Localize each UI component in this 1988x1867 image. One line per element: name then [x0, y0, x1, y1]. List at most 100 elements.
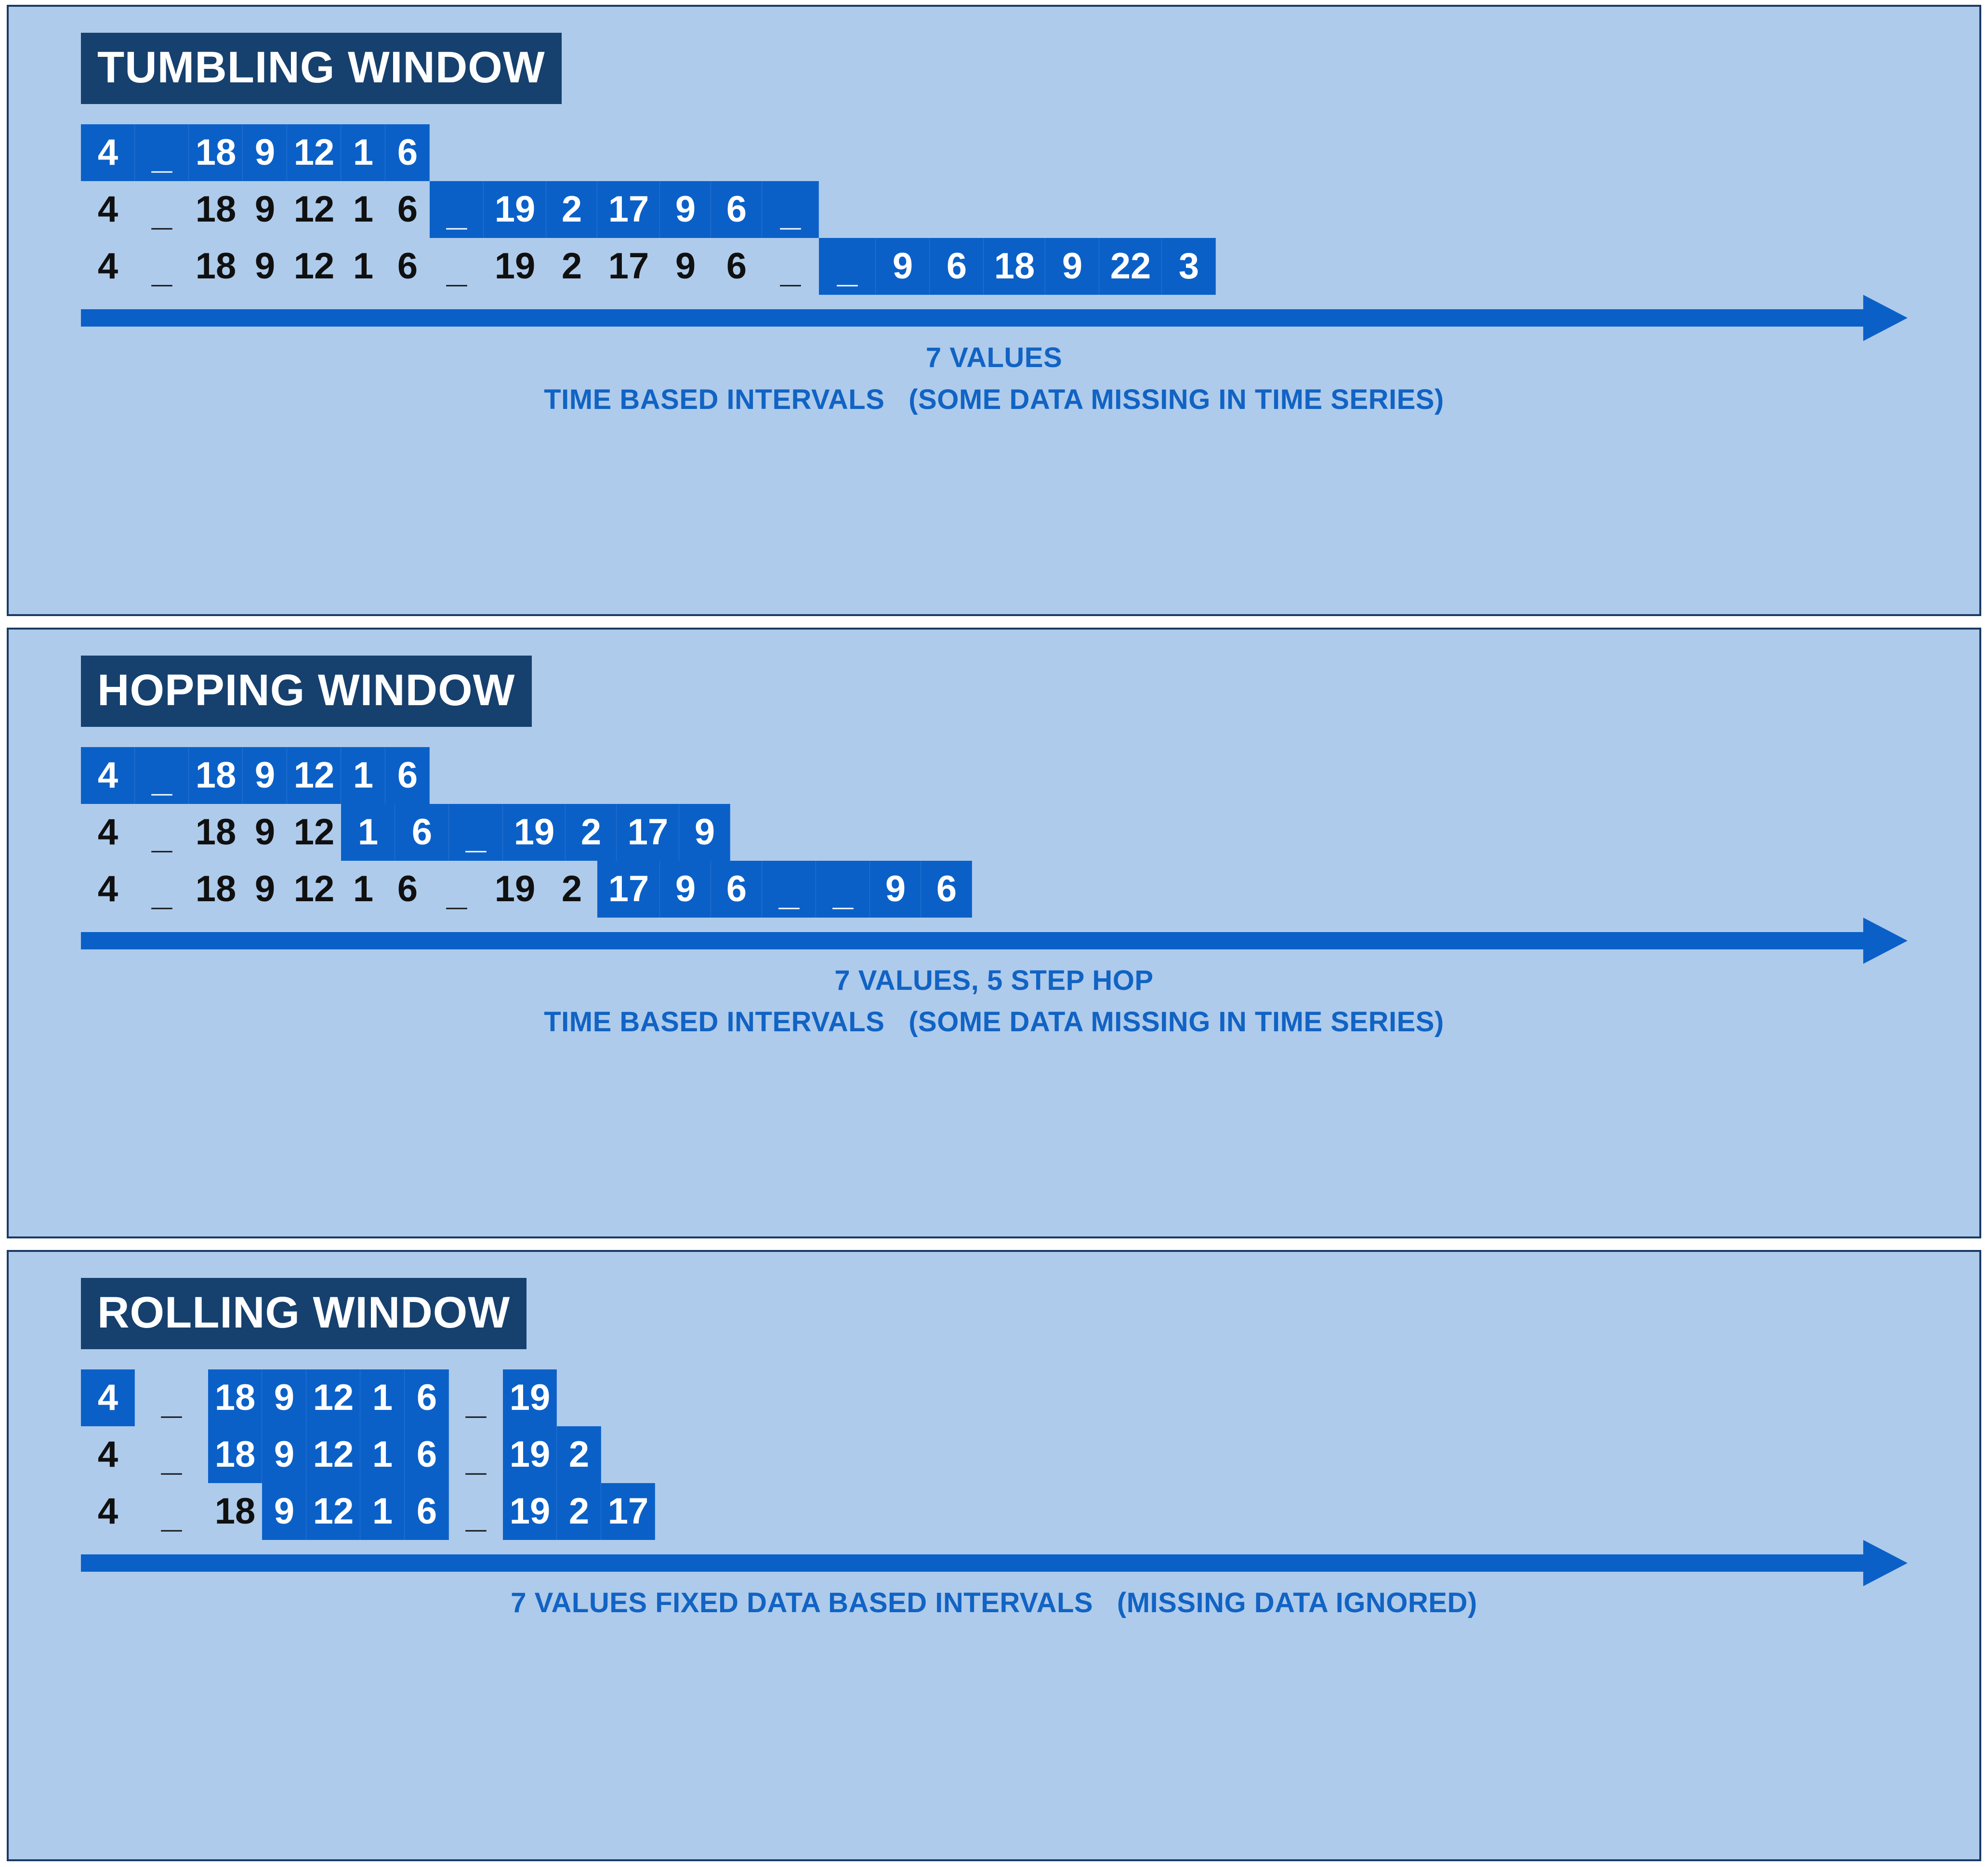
- panel-title: HOPPING WINDOW: [81, 655, 532, 727]
- value-cell: 6: [405, 1426, 449, 1484]
- value-cell: 9: [243, 747, 287, 804]
- value-cell: 12: [306, 1369, 360, 1427]
- value-cell: 9: [262, 1483, 306, 1540]
- caption-line: TIME BASED INTERVALS (SOME DATA MISSING …: [544, 1006, 1444, 1038]
- missing-value-cell: _: [449, 803, 503, 861]
- missing-value-cell: _: [446, 871, 467, 913]
- value-cell: 4: [97, 1434, 118, 1475]
- value-cell: 6: [921, 860, 972, 918]
- value-cell: 4: [97, 246, 118, 287]
- value-cell: 9: [1045, 238, 1099, 295]
- arrow-head-icon: [1863, 295, 1908, 341]
- value-cell: 9: [262, 1369, 306, 1427]
- missing-value-cell: _: [465, 1437, 487, 1479]
- value-cell: 2: [546, 181, 597, 238]
- value-cell: 19: [494, 868, 536, 909]
- missing-value-cell: _: [135, 124, 189, 181]
- value-cell: 6: [395, 803, 449, 861]
- value-cell: 9: [254, 868, 276, 909]
- value-cell: 2: [561, 246, 582, 287]
- arrow-head-icon: [1863, 1540, 1908, 1587]
- value-cell: 4: [81, 124, 135, 181]
- bottom-spacer: [9, 1039, 1979, 1062]
- value-cell: 4: [97, 189, 118, 230]
- value-cell: 18: [195, 811, 237, 853]
- value-cell: 6: [726, 246, 747, 287]
- value-cell: 9: [660, 860, 711, 918]
- caption-line: TIME BASED INTERVALS (SOME DATA MISSING …: [544, 383, 1444, 415]
- value-cell: 1: [353, 246, 374, 287]
- missing-value-cell: _: [446, 249, 467, 290]
- value-cell: 17: [601, 1483, 655, 1540]
- value-cell: 18: [208, 1426, 262, 1484]
- value-cell: 17: [608, 246, 649, 287]
- value-cell: 2: [557, 1426, 601, 1484]
- missing-value-cell: _: [135, 747, 189, 804]
- value-cell: 12: [293, 246, 335, 287]
- value-cell: 6: [405, 1369, 449, 1427]
- missing-value-cell: _: [816, 860, 870, 918]
- value-cell: 4: [97, 1491, 118, 1532]
- bottom-spacer: [9, 1620, 1979, 1654]
- value-cell: 6: [711, 860, 762, 918]
- missing-value-cell: _: [151, 871, 172, 913]
- missing-value-cell: _: [151, 815, 172, 856]
- missing-value-cell: _: [465, 1494, 487, 1536]
- value-cell: 4: [97, 811, 118, 853]
- missing-value-cell: _: [151, 192, 172, 233]
- arrow-shaft: [81, 932, 1863, 949]
- time-axis-arrow: [81, 917, 1979, 964]
- value-cell: 18: [189, 124, 243, 181]
- value-cell: 12: [293, 189, 335, 230]
- value-cell: 6: [397, 189, 418, 230]
- value-cell: 9: [254, 811, 276, 853]
- panel-title: ROLLING WINDOW: [81, 1278, 527, 1350]
- time-axis-arrow: [81, 295, 1979, 341]
- value-cell: 9: [243, 124, 287, 181]
- value-cell: 17: [597, 860, 660, 918]
- value-cell: 18: [195, 868, 237, 909]
- value-cell: 12: [287, 747, 341, 804]
- value-cell: 1: [360, 1369, 405, 1427]
- value-cell: 9: [675, 246, 696, 287]
- value-cell: 9: [870, 860, 921, 918]
- panel-captions: 7 VALUES TIME BASED INTERVALS (SOME DATA …: [9, 341, 1979, 417]
- arrow-shaft: [81, 1554, 1863, 1572]
- panel-captions: 7 VALUES FIXED DATA BASED INTERVALS (MIS…: [9, 1586, 1979, 1620]
- value-cell: 18: [984, 238, 1045, 295]
- value-cell: 4: [81, 1369, 135, 1427]
- caption-line: 7 VALUES: [925, 342, 1063, 373]
- value-cell: 1: [360, 1483, 405, 1540]
- value-cell: 6: [397, 246, 418, 287]
- value-cell: 9: [254, 246, 276, 287]
- value-cell: 9: [679, 803, 730, 861]
- missing-value-cell: _: [762, 181, 819, 238]
- value-cell: 17: [617, 803, 679, 861]
- value-cell: 4: [81, 747, 135, 804]
- value-cell: 12: [306, 1483, 360, 1540]
- value-cell: 6: [405, 1483, 449, 1540]
- missing-value-cell: _: [151, 249, 172, 290]
- value-cell: 6: [711, 181, 762, 238]
- bottom-spacer: [9, 417, 1979, 439]
- value-cell: 6: [930, 238, 984, 295]
- value-cell: 1: [341, 803, 395, 861]
- value-cell: 18: [214, 1491, 256, 1532]
- value-cell: 1: [353, 189, 374, 230]
- value-cell: 17: [597, 181, 660, 238]
- value-cell: 18: [189, 747, 243, 804]
- missing-value-cell: _: [161, 1494, 182, 1536]
- missing-value-cell: _: [780, 249, 801, 290]
- value-cell: 18: [208, 1369, 262, 1427]
- value-cell: 4: [97, 868, 118, 909]
